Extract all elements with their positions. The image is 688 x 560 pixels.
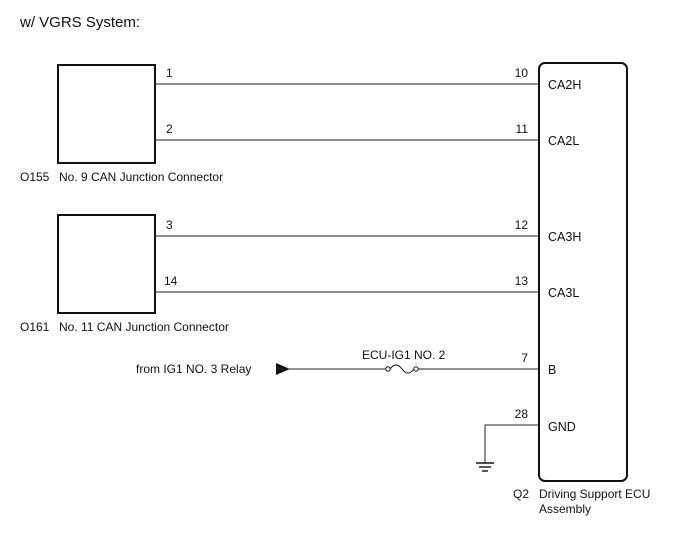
fuse-terminal-right xyxy=(413,366,419,372)
pin-right-28: 28 xyxy=(515,407,529,421)
fuse-icon xyxy=(389,364,415,374)
power-source-label: from IG1 NO. 3 Relay xyxy=(136,362,251,376)
ecu-name-line1: Driving Support ECU xyxy=(539,487,650,501)
pin-right-11: 11 xyxy=(516,122,529,136)
ground-icon xyxy=(476,462,494,472)
fuse-label: ECU-IG1 NO. 2 xyxy=(362,348,446,362)
pin-right-13: 13 xyxy=(515,274,529,288)
connector-o161-name: No. 11 CAN Junction Connector xyxy=(59,320,229,334)
pin-right-12: 12 xyxy=(515,218,529,232)
ecu-box xyxy=(538,62,628,482)
connector-o161-box xyxy=(57,214,156,314)
fuse-terminal-left xyxy=(385,366,391,372)
pin-left-3: 3 xyxy=(166,218,173,232)
pin-left-14: 14 xyxy=(164,274,178,288)
wire-ground xyxy=(484,424,539,463)
connector-o155-box xyxy=(57,64,156,164)
signal-b: B xyxy=(548,363,556,377)
diagram-title: w/ VGRS System: xyxy=(19,14,140,31)
pin-left-2: 2 xyxy=(166,122,173,136)
pin-right-10: 10 xyxy=(515,66,529,80)
signal-ca3l: CA3L xyxy=(548,286,579,300)
pin-right-7: 7 xyxy=(521,351,528,365)
connector-o155-name: No. 9 CAN Junction Connector xyxy=(59,170,223,184)
signal-ca3h: CA3H xyxy=(548,230,581,244)
signal-gnd: GND xyxy=(548,420,576,434)
ecu-code: Q2 xyxy=(513,487,529,501)
pin-left-1: 1 xyxy=(166,66,173,80)
signal-ca2l: CA2L xyxy=(548,134,579,148)
connector-o155-code: O155 xyxy=(20,170,50,184)
signal-ca2h: CA2H xyxy=(548,78,581,92)
connector-o161-code: O161 xyxy=(20,320,50,334)
ecu-name-line2: Assembly xyxy=(539,502,591,516)
